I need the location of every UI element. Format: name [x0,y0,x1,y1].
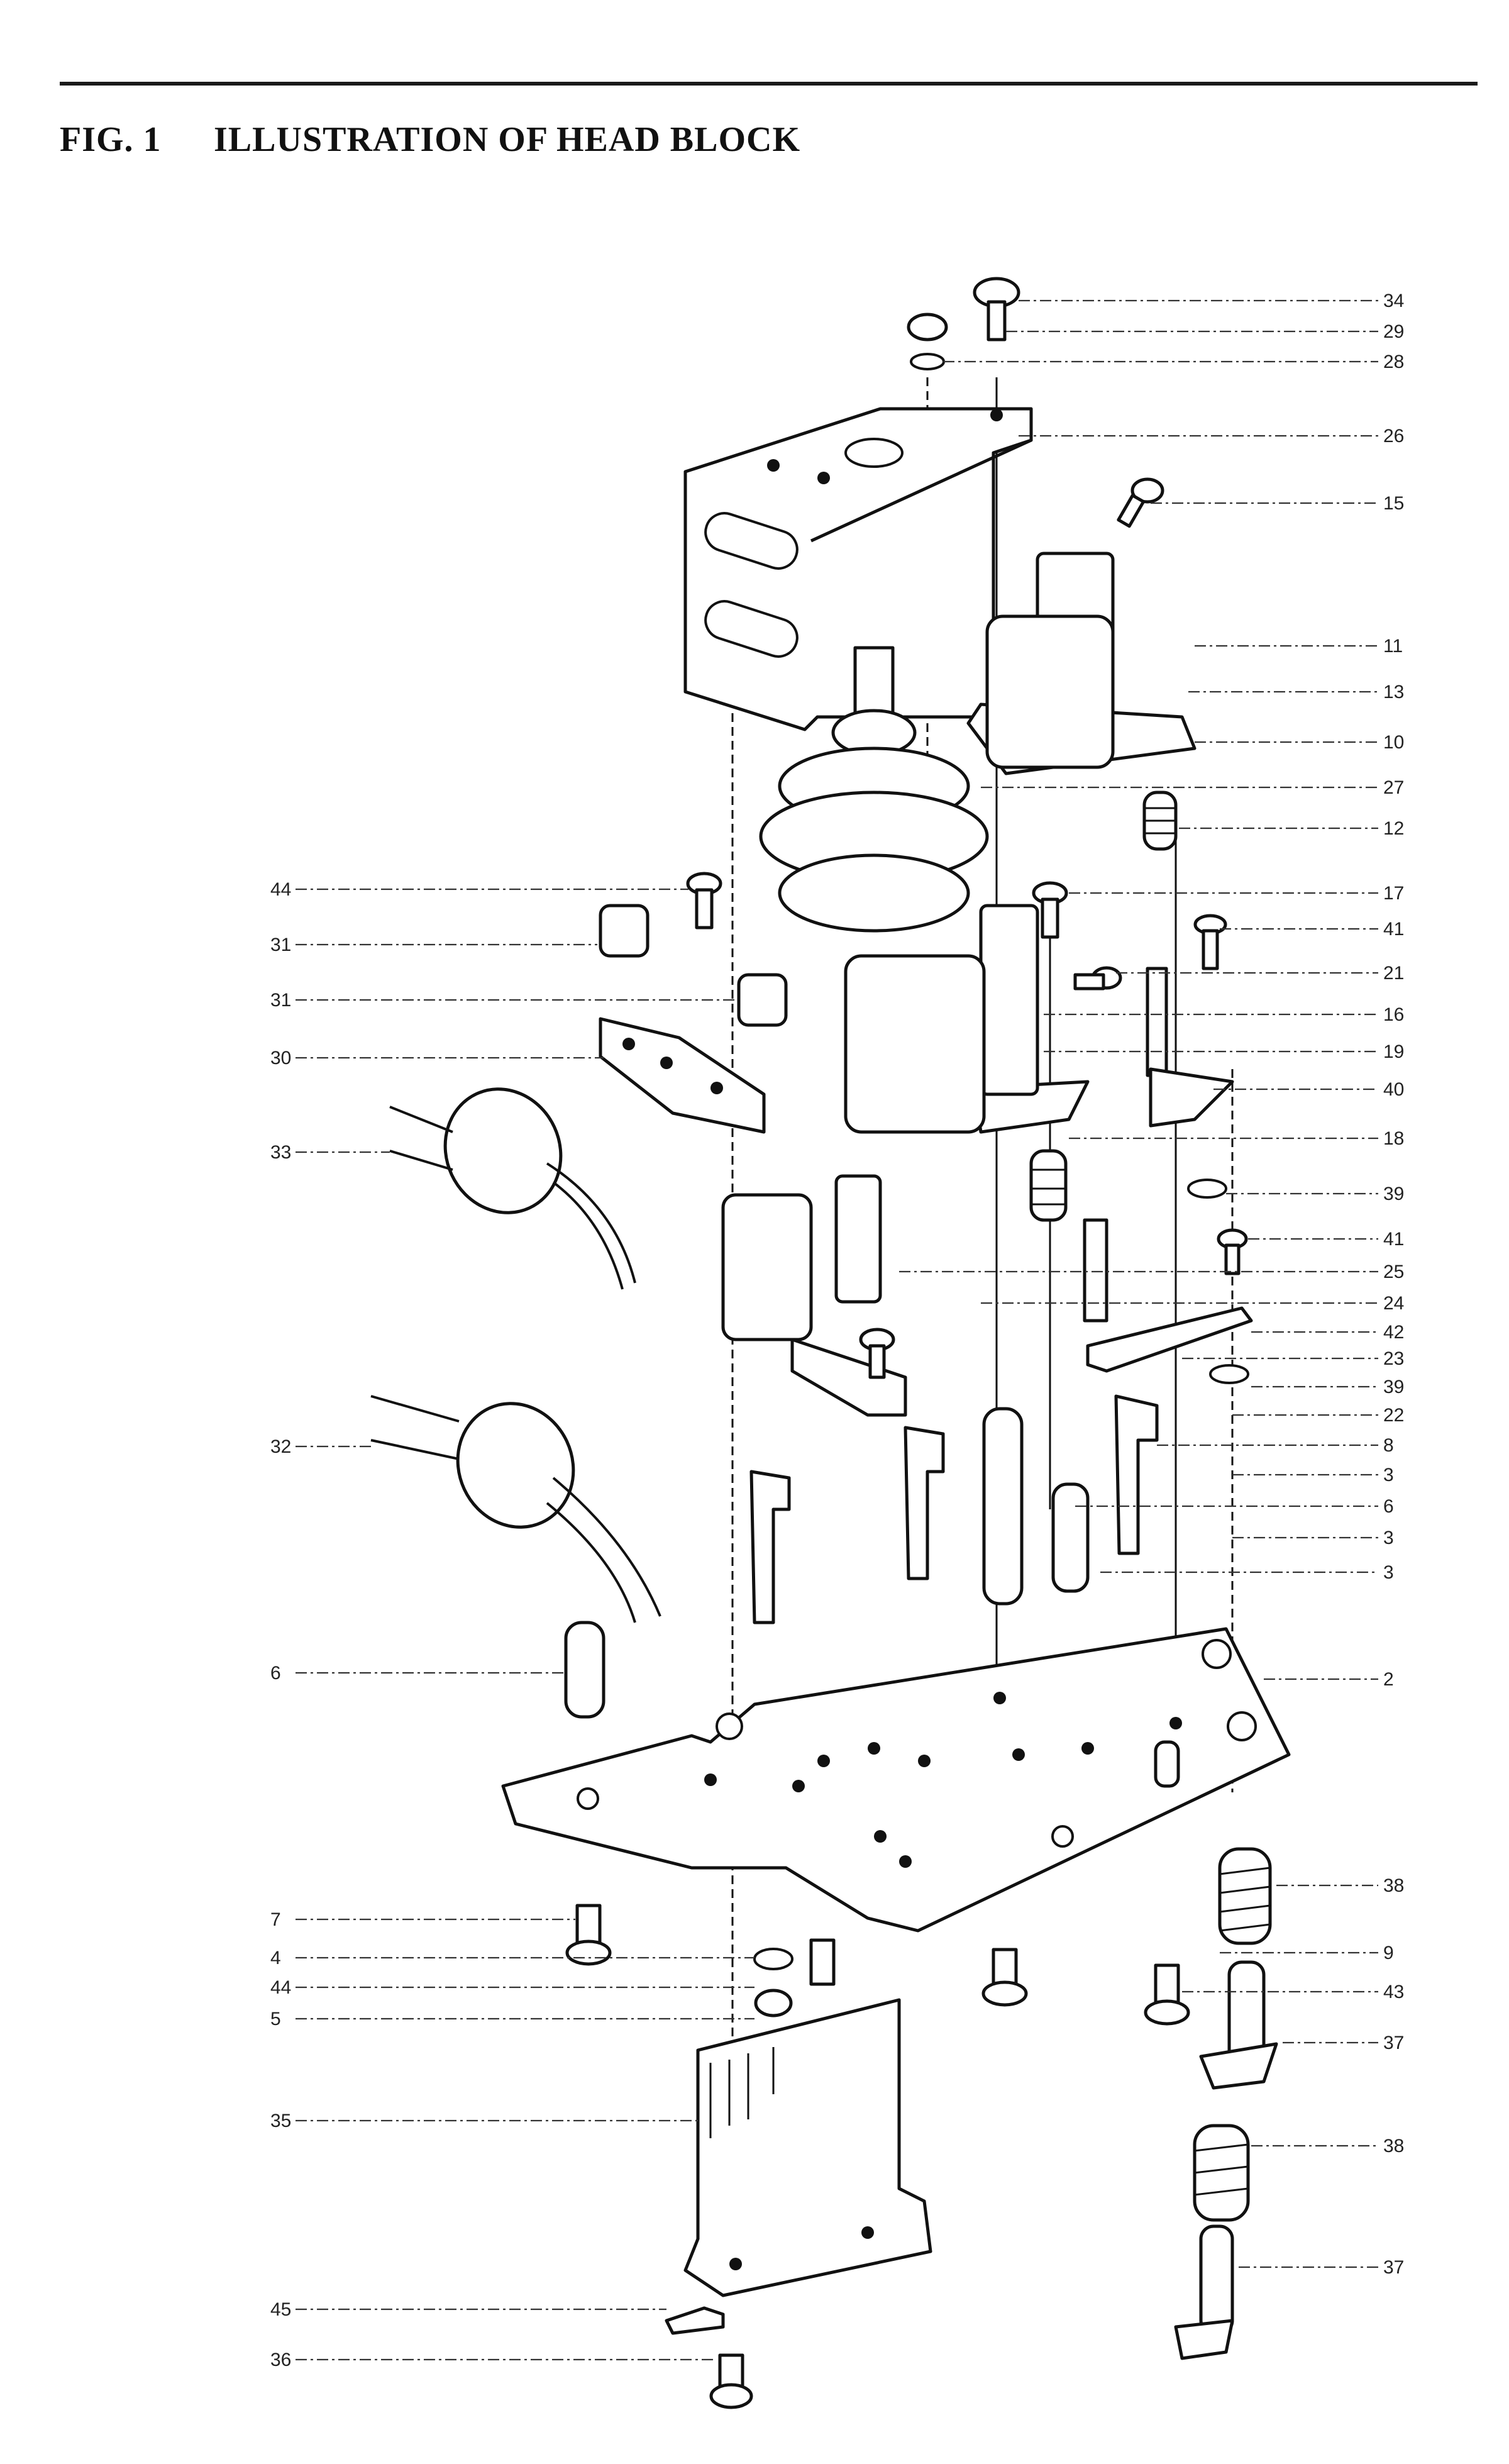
base-plate [503,1629,1289,1931]
small-head [723,1176,905,1415]
callout-label-left: 30 [270,1048,291,1068]
callout-label-right: 24 [1383,1293,1404,1314]
callout-label-left: 36 [270,2350,291,2370]
callout-label-right: 40 [1383,1079,1404,1100]
callout-label-right: 9 [1383,1943,1394,1963]
callout-label-right: 41 [1383,1229,1404,1250]
callout-label-left: 4 [270,1948,281,1968]
callout-label-right: 37 [1383,2033,1404,2053]
callout-label-right: 12 [1383,818,1404,839]
plug-32 [371,1384,660,1623]
spring-18 [1031,1151,1066,1220]
lug-and-screw [666,2308,751,2407]
callout-label-right: 38 [1383,2136,1404,2156]
callout-label-right: 13 [1383,682,1404,702]
callout-label-right: 27 [1383,777,1404,798]
lever-arms [1085,968,1251,1383]
callout-label-right: 21 [1383,963,1404,984]
callout-label-left: 7 [270,1909,281,1930]
callout-label-right: 43 [1383,1982,1404,2002]
callout-label-left: 31 [270,990,291,1011]
callout-label-right: 2 [1383,1669,1394,1690]
plug-33 [390,1070,635,1289]
callout-label-right: 6 [1383,1496,1394,1517]
callout-label-right: 18 [1383,1128,1404,1149]
callout-label-right: 19 [1383,1041,1404,1062]
callout-label-left: 6 [270,1663,281,1684]
terminal-block [600,906,786,1132]
callout-label-right: 17 [1383,883,1404,904]
parts-illustration [371,279,1289,2407]
callout-label-right: 15 [1383,493,1404,514]
callout-label-left: 35 [270,2111,291,2131]
callout-label-right: 41 [1383,919,1404,940]
callout-label-left: 33 [270,1142,291,1163]
callout-label-left: 5 [270,2009,281,2029]
springs-and-sleeves [1176,1849,1276,2358]
callout-label-right: 3 [1383,1562,1394,1583]
callout-label-left: 31 [270,935,291,955]
callout-label-right: 42 [1383,1322,1404,1343]
callout-label-right: 22 [1383,1405,1404,1426]
spring-12 [1144,792,1176,849]
callout-label-right: 39 [1383,1184,1404,1204]
erase-head [968,553,1195,774]
callout-label-right: 10 [1383,732,1404,753]
top-fasteners [909,279,1019,369]
callout-label-right: 38 [1383,1875,1404,1896]
record-play-head [846,906,1088,1132]
callout-label-right: 29 [1383,321,1404,342]
callout-label-right: 37 [1383,2257,1404,2278]
callout-label-right: 8 [1383,1435,1394,1456]
callout-label-left: 44 [270,1977,291,1998]
callout-label-left: 44 [270,879,291,900]
callout-label-right: 3 [1383,1465,1394,1485]
shield-plate [685,2000,931,2295]
callout-label-right: 23 [1383,1348,1404,1369]
callout-label-right: 3 [1383,1528,1394,1548]
callout-label-right: 34 [1383,291,1404,311]
callout-label-left: 32 [270,1436,291,1457]
callout-label-right: 16 [1383,1004,1404,1025]
callout-label-right: 25 [1383,1262,1404,1282]
callout-label-right: 11 [1383,636,1403,657]
callout-label-right: 39 [1383,1377,1404,1397]
callout-label-left: 45 [270,2299,291,2320]
callout-label-right: 28 [1383,352,1404,372]
callout-label-right: 26 [1383,426,1404,447]
